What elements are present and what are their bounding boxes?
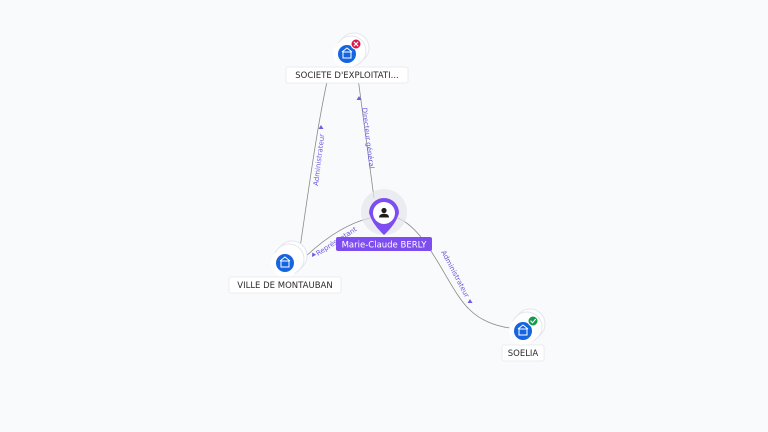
node-societe[interactable]: SOCIETE D'EXPLOITATI... [285, 32, 409, 84]
check-icon [527, 315, 539, 327]
building-icon [517, 324, 529, 336]
edge-ville-societe [299, 67, 331, 249]
arrow-marker [312, 252, 317, 257]
node-label-soelia: SOELIA [508, 349, 539, 359]
center-label-box [336, 237, 432, 251]
node-label-center: Marie-Claude BERLY [342, 241, 428, 251]
edge-label-administrateur-ville: Administrateur [312, 133, 326, 186]
arrow-marker [356, 96, 362, 100]
label-box [285, 66, 409, 84]
building-icon [341, 47, 353, 59]
node-ville[interactable]: VILLE DE MONTAUBAN [228, 240, 342, 294]
edge-center-societe [357, 77, 375, 199]
label-box [228, 276, 342, 294]
x-icon [350, 38, 362, 50]
person-icon [379, 207, 389, 218]
node-soelia[interactable]: SOELIA [501, 308, 546, 362]
arrow-marker [467, 299, 473, 303]
arrow-marker [318, 125, 324, 129]
node-center-person[interactable]: Marie-Claude BERLY [336, 189, 432, 251]
label-box [501, 344, 545, 362]
edge-label-directeur: Directeur général [360, 107, 375, 169]
node-label-ville: VILLE DE MONTAUBAN [237, 281, 332, 291]
building-icon [279, 256, 291, 268]
node-label-societe: SOCIETE D'EXPLOITATI... [295, 71, 399, 81]
edge-label-administrateur-soelia: Administrateur [439, 249, 471, 299]
edge-center-soelia [397, 217, 511, 329]
